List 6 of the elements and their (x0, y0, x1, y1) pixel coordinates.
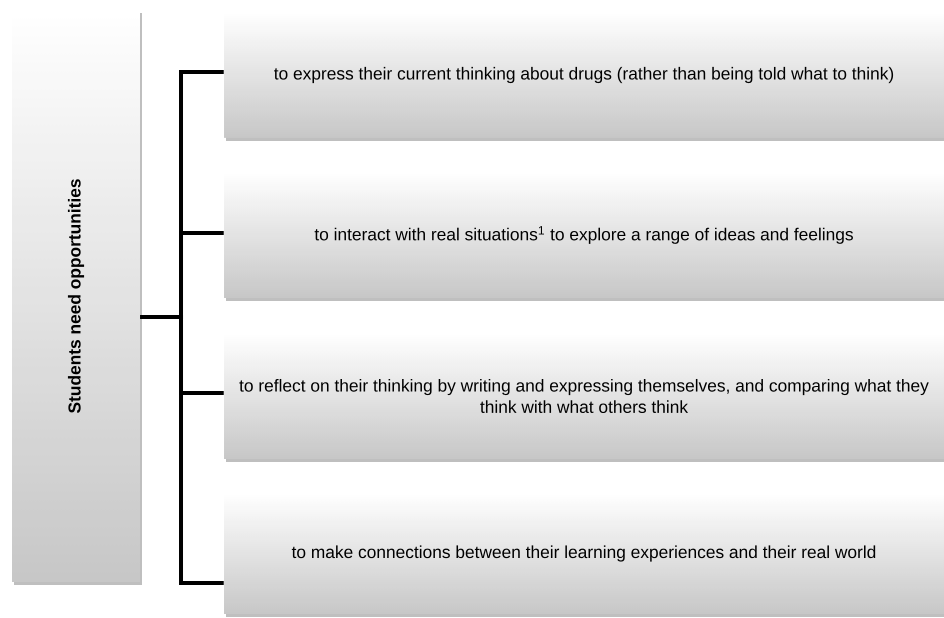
heading-box: Students need opportunities (12, 10, 142, 585)
statement-box: to express their current thinking about drugs (rather than being told what to think) (224, 12, 944, 141)
statement-box: to make connections between their learning experiences and their real world (224, 492, 944, 617)
statement-box: to reflect on their thinking by writing and expressing themselves, and comparing what they think with what others think (224, 333, 944, 462)
connector (140, 315, 224, 585)
statement-box: to interact with real situations$^{1}$ to explore a range of ideas and feelings (224, 172, 944, 301)
